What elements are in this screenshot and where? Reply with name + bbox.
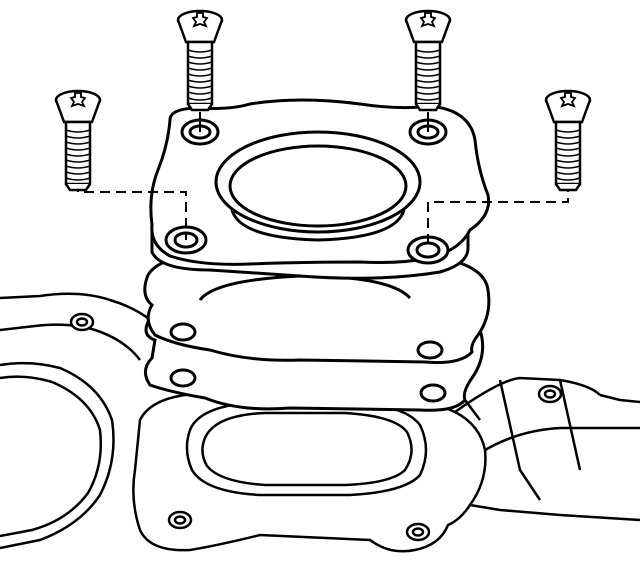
screw-front-left <box>54 89 102 192</box>
screw-rear-left <box>176 9 224 112</box>
mounting-flange <box>149 98 491 280</box>
screw-front-right <box>544 89 592 192</box>
screw-rear-right <box>404 9 452 112</box>
housing-bolt-holes <box>69 312 563 542</box>
